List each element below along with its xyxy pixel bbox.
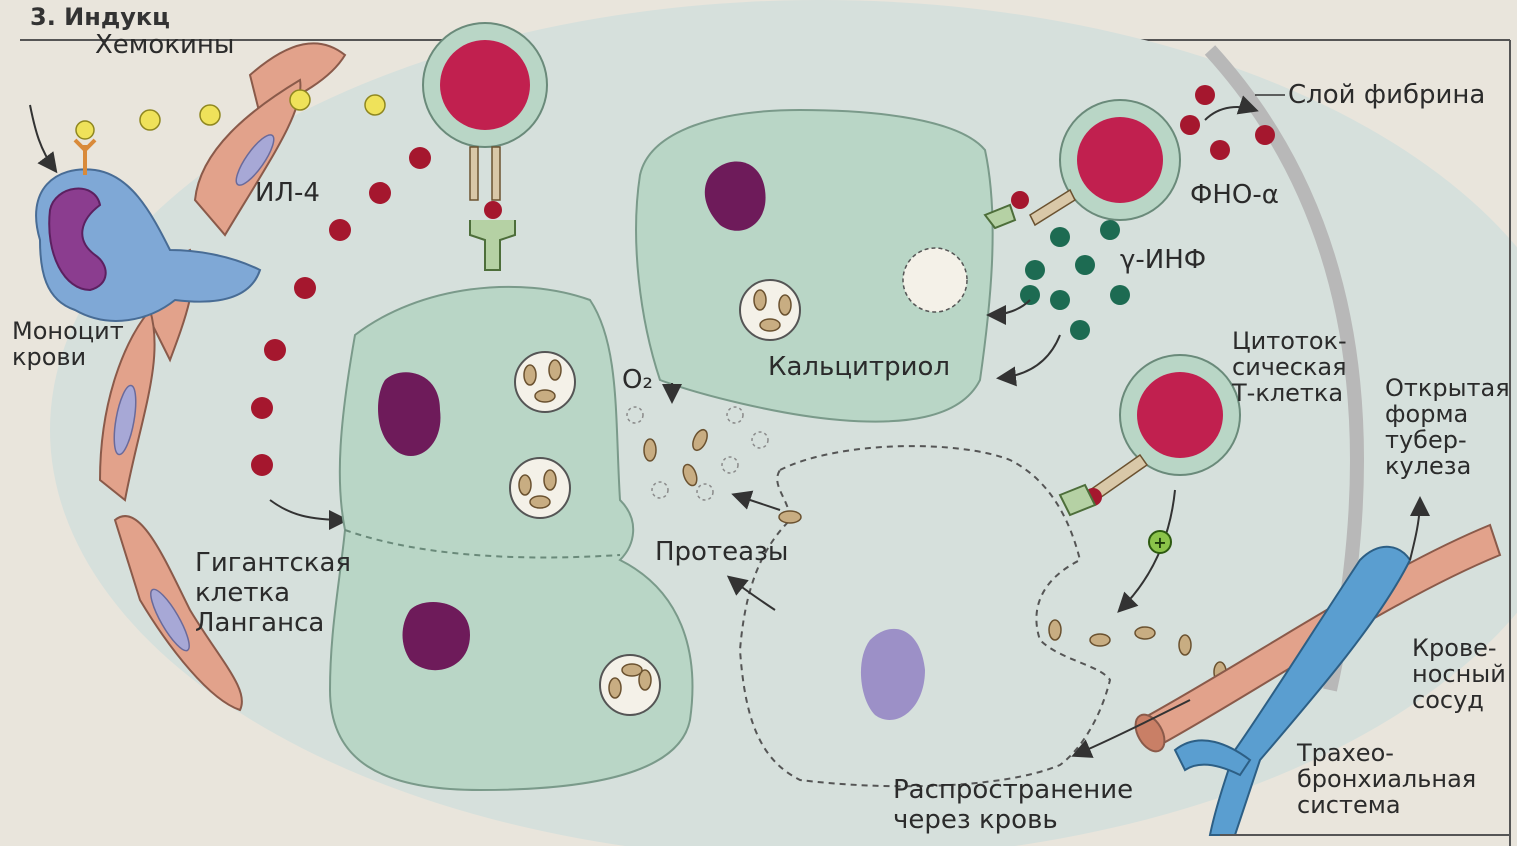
label-chemokines: Хемокины (95, 30, 234, 60)
label-proteases: Протеазы (655, 537, 788, 567)
label-fibrin-layer: Слой фибрина (1288, 80, 1485, 110)
section-heading: 3. Индукц (30, 2, 170, 32)
label-o2: O₂ (622, 365, 653, 395)
label-blood-vessel: Крове- носный сосуд (1412, 635, 1506, 713)
label-ifn: γ-ИНФ (1120, 245, 1206, 275)
degraded-phagosome (903, 248, 967, 312)
label-monocyte: Моноцит крови (12, 318, 124, 370)
label-tnf: ФНО-α (1190, 180, 1279, 210)
label-tracheobronchial: Трахео- бронхиальная система (1297, 740, 1476, 818)
label-il4: ИЛ-4 (255, 178, 320, 208)
label-giant-cell: Гигантская клетка Ланганса (195, 548, 351, 638)
label-open-tb: Открытая форма тубер- кулеза (1385, 375, 1510, 479)
label-cytotoxic-t-cell: Цитоток- сическая Т-клетка (1232, 328, 1347, 406)
svg-text:+: + (1153, 533, 1166, 552)
label-spread: Распространение через кровь (893, 775, 1133, 835)
label-calcitriol: Кальцитриол (768, 352, 950, 382)
